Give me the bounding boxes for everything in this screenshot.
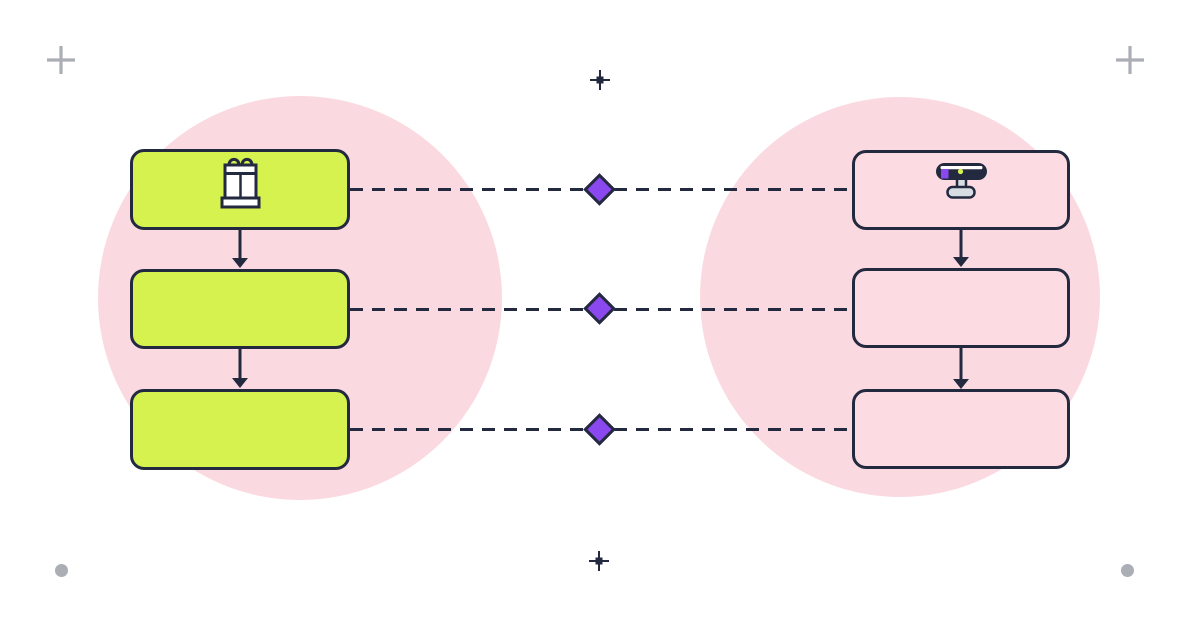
dot-icon	[1121, 564, 1134, 577]
backpack-icon	[220, 157, 261, 209]
down-arrow	[232, 230, 248, 268]
plus-icon	[1116, 46, 1144, 74]
left-step-3-box[interactable]	[130, 389, 350, 470]
right-step-2-box[interactable]	[852, 268, 1070, 348]
dot-icon	[55, 564, 68, 577]
sparkle-icon	[589, 551, 609, 571]
right-step-3-box[interactable]	[852, 389, 1070, 469]
down-arrow	[232, 349, 248, 388]
camera-sensor-icon	[936, 163, 987, 199]
diamond-node-3[interactable]	[583, 413, 616, 446]
left-step-1-box[interactable]	[130, 149, 350, 230]
down-arrow	[953, 348, 969, 389]
diamond-node-1[interactable]	[583, 173, 616, 206]
down-arrow	[953, 230, 969, 267]
diamond-node-2[interactable]	[583, 292, 616, 325]
sparkle-icon	[590, 70, 610, 90]
right-step-1-box[interactable]	[852, 150, 1070, 230]
left-step-2-box[interactable]	[130, 269, 350, 349]
plus-icon	[47, 46, 75, 74]
